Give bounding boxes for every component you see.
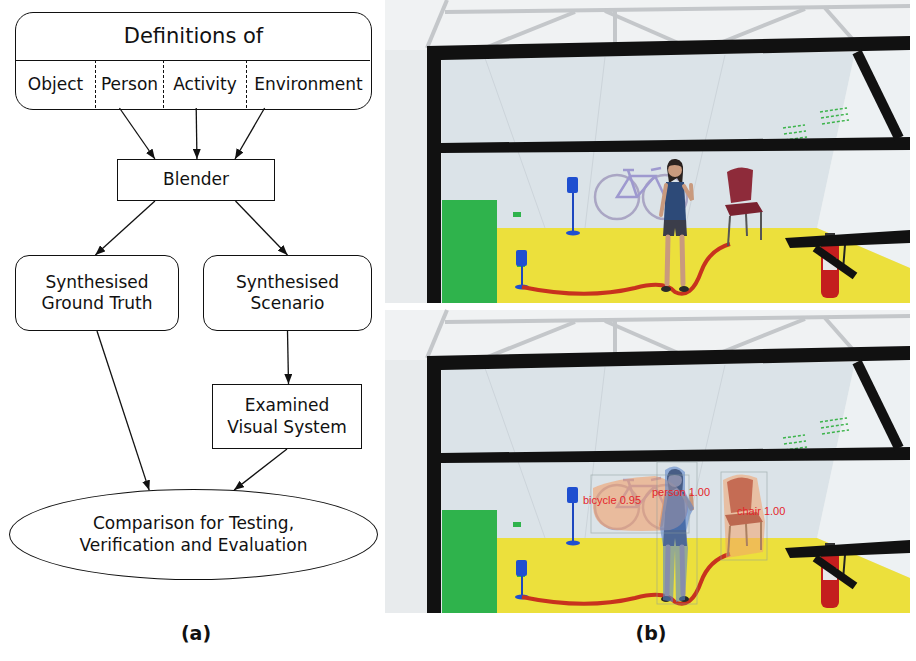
- node-text: Definitions of: [16, 13, 371, 60]
- node-text: Person: [95, 74, 164, 95]
- flow-arrow: [234, 449, 287, 490]
- flow-arrow: [196, 108, 198, 159]
- detection-label: person 1.00: [652, 486, 710, 499]
- rendered-scenes: [385, 0, 916, 661]
- process-box: Blender: [117, 159, 275, 201]
- node-text: Synthesised Scenario: [204, 272, 371, 315]
- node-text: Environment: [248, 74, 369, 95]
- flow-arrow: [95, 201, 155, 255]
- rounded-box: Synthesised Scenario: [203, 255, 372, 331]
- process-box: Examined Visual System: [212, 384, 362, 449]
- node-text: Comparison for Testing, Verification and…: [44, 513, 344, 556]
- detection-label: chair 1.00: [737, 505, 785, 518]
- scene-render: [385, 0, 910, 303]
- panel-letter: (b): [636, 622, 667, 645]
- definition-cell: Object: [16, 60, 95, 108]
- flow-arrow: [235, 108, 265, 159]
- flow-arrow: [288, 331, 289, 384]
- definitions-panel: Definitions of Object PersonActivityEnviro…: [15, 12, 372, 110]
- node-text: Object: [22, 74, 89, 95]
- node-text: Examined Visual System: [213, 395, 361, 438]
- definition-cell: Activity: [163, 60, 246, 108]
- rounded-box: Synthesised Ground Truth: [15, 255, 179, 331]
- terminal-ellipse: Comparison for Testing, Verification and…: [9, 489, 378, 580]
- flow-arrow: [97, 331, 149, 490]
- node-text: Activity: [167, 74, 243, 95]
- panel-letter: (a): [181, 622, 211, 645]
- flow-arrow: [236, 201, 288, 255]
- definition-cell: Environment: [246, 60, 370, 108]
- flow-arrow: [119, 108, 154, 159]
- scene-with-detections: [385, 310, 910, 613]
- definition-cell: Person: [95, 60, 163, 108]
- detection-label: bicycle 0.95: [583, 494, 641, 507]
- node-text: Synthesised Ground Truth: [16, 272, 178, 315]
- node-text: Blender: [157, 169, 235, 190]
